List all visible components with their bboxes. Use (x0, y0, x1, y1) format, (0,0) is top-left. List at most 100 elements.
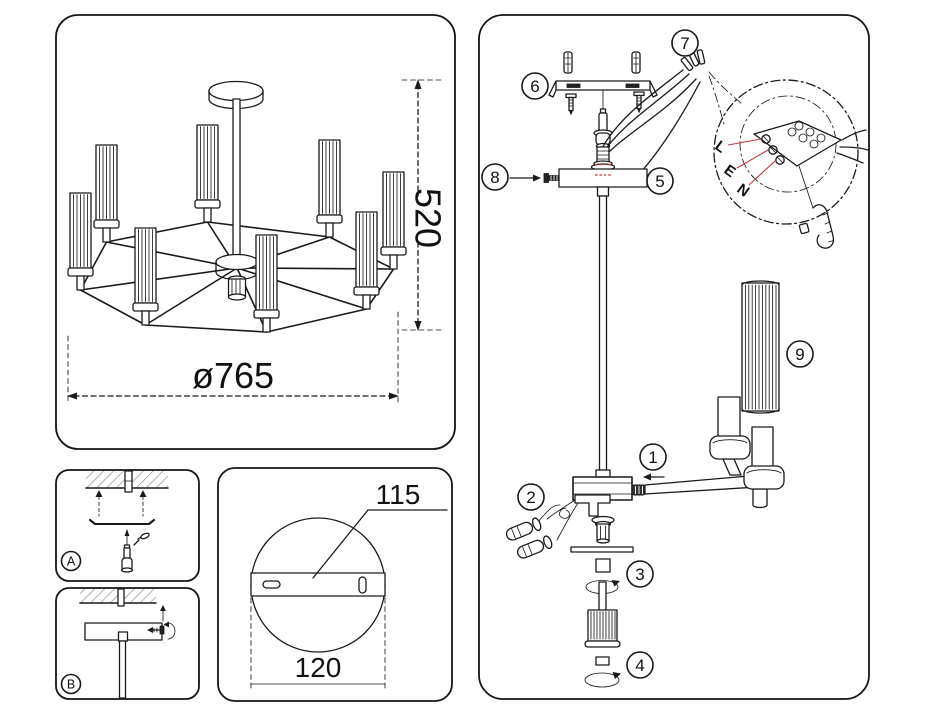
cable-tie-lead (798, 165, 814, 209)
step-9-label: 9 (795, 345, 804, 364)
screwdriver-icon (120, 529, 134, 573)
bottom-finial-group: 3 (584, 558, 654, 648)
arm-assembly-group: 1 (631, 280, 814, 509)
fluted-shade-9 (741, 280, 780, 414)
step-6-badge: 6 (521, 72, 549, 100)
step-5-label: 5 (655, 172, 664, 191)
shade-back-left (67, 192, 94, 291)
hanging-stem (118, 640, 127, 699)
assembly-panel: 6 7 (478, 14, 870, 700)
hub-rim-lines (572, 482, 633, 495)
terminal-block (753, 120, 842, 167)
screwdriver-icon-assembly (593, 90, 613, 150)
central-hub (215, 253, 259, 301)
canopy-diameter-label: 120 (295, 652, 342, 683)
lift-arrow (160, 605, 166, 622)
step-7-label: 7 (680, 34, 689, 53)
bottom-cover-plate (570, 546, 634, 553)
bracket-length-label: 115 (376, 479, 421, 510)
chandelier-drawing (67, 80, 407, 333)
wire-label-leaders (727, 138, 776, 186)
mounting-bracket-profile (88, 518, 156, 526)
step-8-badge: 8 (481, 163, 509, 191)
step-b-label: B (67, 678, 75, 692)
diameter-dimension: ø765 (67, 311, 399, 403)
step-2-badge: 2 (517, 483, 545, 511)
set-screw-icon (543, 173, 559, 183)
finial-nut (595, 558, 611, 573)
wire-label-neutral: N (734, 180, 753, 200)
side-screw-icon (147, 621, 176, 640)
diameter-dimension-label: ø765 (192, 355, 274, 396)
step-b-border (55, 587, 200, 700)
alignment-guides (95, 490, 147, 517)
step-8-arrowhead (533, 174, 541, 182)
hub-wires (536, 499, 581, 541)
step-3-badge: 3 (626, 560, 654, 588)
step-7-badge: 7 (671, 29, 699, 57)
hanging-rod (598, 195, 608, 471)
step-a-border (55, 469, 200, 582)
ceiling-bracket-group: 6 (521, 51, 658, 116)
shade-top-left (194, 124, 221, 223)
step-1-arrowhead (643, 473, 651, 481)
step-b-badge: B (60, 673, 82, 695)
callout-inner-circle (739, 95, 837, 193)
shade-front-left (132, 227, 159, 326)
mounting-bar (250, 572, 386, 597)
step-4-label: 4 (635, 656, 644, 675)
canopy-detail-panel: 115 120 (217, 467, 453, 702)
step-2-label: 2 (526, 488, 535, 507)
step-1-badge: 1 (639, 443, 667, 471)
stem-joint (117, 631, 129, 642)
screw-and-washer-icon (133, 532, 150, 546)
ceiling-canopy-assembly (558, 168, 648, 188)
step-6-label: 6 (530, 77, 539, 96)
step-9-badge: 9 (786, 340, 814, 368)
chandelier-stem (232, 98, 241, 263)
shade-right (380, 171, 407, 270)
ceiling-anchor-pin-icon (124, 470, 133, 493)
step-a-badge: A (60, 550, 82, 572)
wall-anchor-icon-right (631, 51, 641, 74)
wire-connector-icon-1 (505, 517, 542, 541)
bracket-length-dimension: 115 (312, 479, 448, 579)
wire-label-earth: E (721, 161, 739, 181)
mounting-slot-right (358, 576, 367, 594)
mounting-step-a-panel: A (55, 469, 200, 582)
shade-top-right (316, 139, 343, 238)
height-dimension-label: 520 (408, 188, 449, 248)
shade-left (93, 144, 120, 243)
step-4-badge: 4 (626, 651, 654, 679)
rotate-arrow-4 (584, 672, 621, 688)
callout-leader-lines (708, 71, 742, 125)
step-a-label: A (67, 555, 76, 569)
assembly-panel-border (478, 14, 870, 700)
hub-underside-parts (570, 494, 634, 553)
final-lock-group: 4 (584, 651, 654, 688)
chandelier-arms (79, 221, 395, 333)
mounting-step-b-panel: B (55, 587, 200, 700)
thread-engagement-marks (595, 163, 611, 176)
supply-wires-group: 7 (600, 29, 742, 173)
screw-icon-right (633, 91, 645, 114)
canopy-detail-border (217, 467, 453, 702)
ceiling-anchor-pin-icon-b (117, 588, 125, 607)
canopy-assembly-group: 5 (558, 146, 674, 478)
rod-coupler (596, 186, 610, 197)
height-dimension: 520 (401, 79, 449, 331)
lock-nut (595, 656, 610, 666)
canopy-screw-group: 8 (481, 163, 559, 191)
shade-front-right (353, 211, 380, 310)
step-3-label: 3 (635, 565, 644, 584)
screw-icon-left (565, 93, 577, 116)
rod-hub-collar (595, 469, 611, 478)
step-1-label: 1 (648, 448, 657, 467)
shade-front (253, 234, 280, 333)
wire-connector-icon-2 (516, 535, 553, 559)
wiring-detail-callout: L E N (712, 79, 869, 249)
socket-back (709, 396, 751, 476)
mounting-bracket (548, 80, 658, 98)
terminal-exit-wires (836, 129, 869, 164)
